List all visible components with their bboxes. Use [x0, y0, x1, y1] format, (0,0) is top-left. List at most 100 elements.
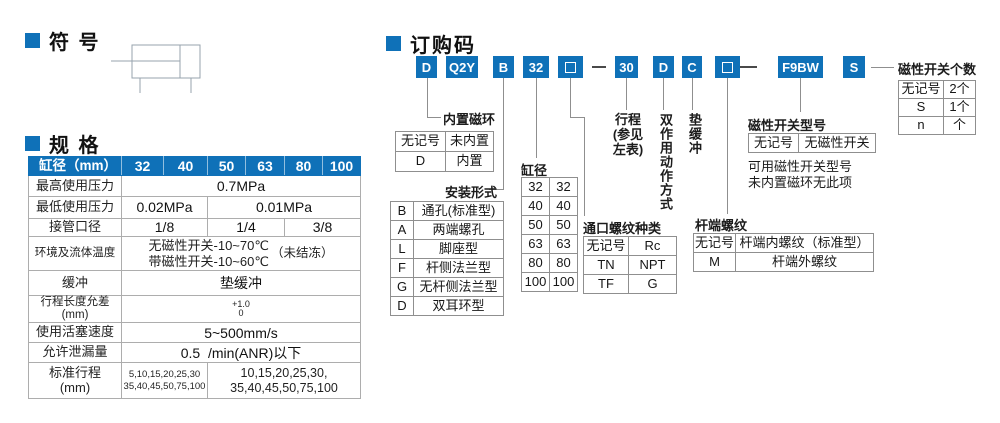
temp-line-1: 无磁性开关-10~70℃ — [148, 237, 269, 253]
double-acting-label: 双作用动作方式 — [658, 113, 673, 211]
code-box-text: F9BW — [782, 59, 819, 75]
row-value: 垫缓冲 — [121, 270, 361, 296]
code-box-text: 32 — [528, 59, 544, 75]
code-cell: L — [390, 239, 414, 259]
connector-line — [503, 78, 504, 190]
row-label: 接管口径 — [28, 218, 122, 237]
spec-header-50: 50 — [207, 156, 246, 176]
code-cell: D — [390, 296, 414, 316]
desc-cell: 无磁性开关 — [798, 133, 876, 153]
order-title-text: 订购码 — [410, 35, 476, 57]
desc-cell: 双耳环型 — [413, 296, 504, 316]
row-label: 环境及流体温度 — [28, 236, 122, 271]
code-box-text: B — [498, 59, 509, 75]
stroke-note-line1: 行程 — [614, 112, 641, 127]
stroke-label-line1: 标准行程 — [48, 365, 101, 380]
code-cell: G — [390, 277, 414, 297]
temp-line-2: 带磁性开关-10~60℃ — [148, 253, 269, 269]
code-box-port-thread — [558, 56, 583, 78]
connector-line — [570, 117, 585, 118]
table-row: 无记号未内置 — [395, 131, 494, 152]
code-cell: 无记号 — [395, 131, 446, 152]
title-bullet-icon — [25, 136, 40, 151]
symbol-section-title: 符 号 — [25, 26, 101, 55]
connector-line — [584, 117, 585, 216]
code-cell: S — [898, 98, 944, 117]
code-box-bore: 32 — [523, 56, 549, 78]
spec-row-temperature: 环境及流体温度 无磁性开关-10~70℃ 带磁性开关-10~60℃ （未结冻） — [28, 236, 361, 271]
code-cell: D — [395, 151, 446, 172]
mounting-label: 安装形式 — [445, 185, 498, 200]
code-cell: 63 — [521, 234, 550, 254]
desc-cell: 32 — [549, 177, 578, 197]
spec-row-min-pressure: 最低使用压力 0.02MPa 0.01MPa — [28, 196, 361, 219]
stroke-note: 行程 (参见 左表) — [608, 112, 648, 157]
cushion-label: 垫缓冲 — [687, 113, 702, 155]
spec-header-40: 40 — [163, 156, 208, 176]
desc-cell: 杆侧法兰型 — [413, 258, 504, 278]
desc-cell: 50 — [549, 215, 578, 235]
connector-line — [626, 78, 627, 110]
desc-cell: 通孔(标准型) — [413, 201, 504, 221]
desc-cell: G — [628, 274, 677, 294]
tolerance-lower: 0 — [238, 308, 244, 319]
row-value: 5~500mm/s — [121, 322, 361, 344]
cylinder-symbol-drawing — [111, 44, 201, 93]
row-value: 0.02MPa — [121, 196, 208, 219]
row-value: 0.5 /min(ANR)以下 — [121, 342, 361, 364]
row-label: 缓冲 — [28, 270, 122, 296]
desc-cell: 杆端内螺纹（标准型） — [735, 233, 874, 253]
desc-cell: NPT — [628, 255, 677, 275]
switch-model-note1: 可用磁性开关型号 — [748, 159, 853, 174]
switch-model-label: 磁性开关型号 — [748, 118, 827, 133]
placeholder-square-icon — [722, 61, 733, 73]
code-cell: 80 — [521, 253, 550, 273]
code-box-switch-model: F9BW — [778, 56, 823, 78]
desc-cell: 无杆侧法兰型 — [413, 277, 504, 297]
code-box-cushion: C — [682, 56, 702, 78]
switch-count-label: 磁性开关个数 — [898, 62, 977, 77]
desc-cell: 未内置 — [445, 131, 494, 152]
temp-note: （未结冻） — [270, 246, 334, 261]
spec-header-32: 32 — [121, 156, 164, 176]
spec-header-63: 63 — [245, 156, 285, 176]
connector-line — [427, 117, 441, 118]
row-value: 1/8 — [121, 218, 208, 237]
connector-line — [536, 78, 537, 158]
row-value: 无磁性开关-10~70℃ 带磁性开关-10~60℃ （未结冻） — [121, 236, 361, 271]
stroke-v2-line1: 10,15,20,25,30, — [240, 365, 328, 380]
desc-cell: 脚座型 — [413, 239, 504, 259]
row-label: 允许泄漏量 — [28, 342, 122, 364]
code-box-mounting: B — [493, 56, 514, 78]
code-box-text: 30 — [619, 59, 634, 75]
connector-line — [570, 78, 571, 118]
connector-line — [727, 78, 728, 214]
spec-row-max-pressure: 最高使用压力 0.7MPa — [28, 175, 361, 197]
rod-thread-label: 杆端螺纹 — [695, 218, 748, 233]
row-label: 行程长度允差(mm) — [28, 294, 122, 324]
title-bullet-icon — [25, 33, 40, 48]
desc-cell: 个 — [943, 116, 976, 135]
code-cell: B — [390, 201, 414, 221]
row-value: 1/4 — [207, 218, 285, 237]
code-box-rod-thread — [715, 56, 740, 78]
desc-cell: 80 — [549, 253, 578, 273]
built-in-magnet-label: 内置磁环 — [443, 112, 496, 127]
desc-cell: 两端螺孔 — [413, 220, 504, 240]
row-value: 5,10,15,20,25,30 35,40,45,50,75,100 — [121, 362, 208, 400]
spec-header-100: 100 — [322, 156, 361, 176]
desc-cell: 40 — [549, 196, 578, 216]
